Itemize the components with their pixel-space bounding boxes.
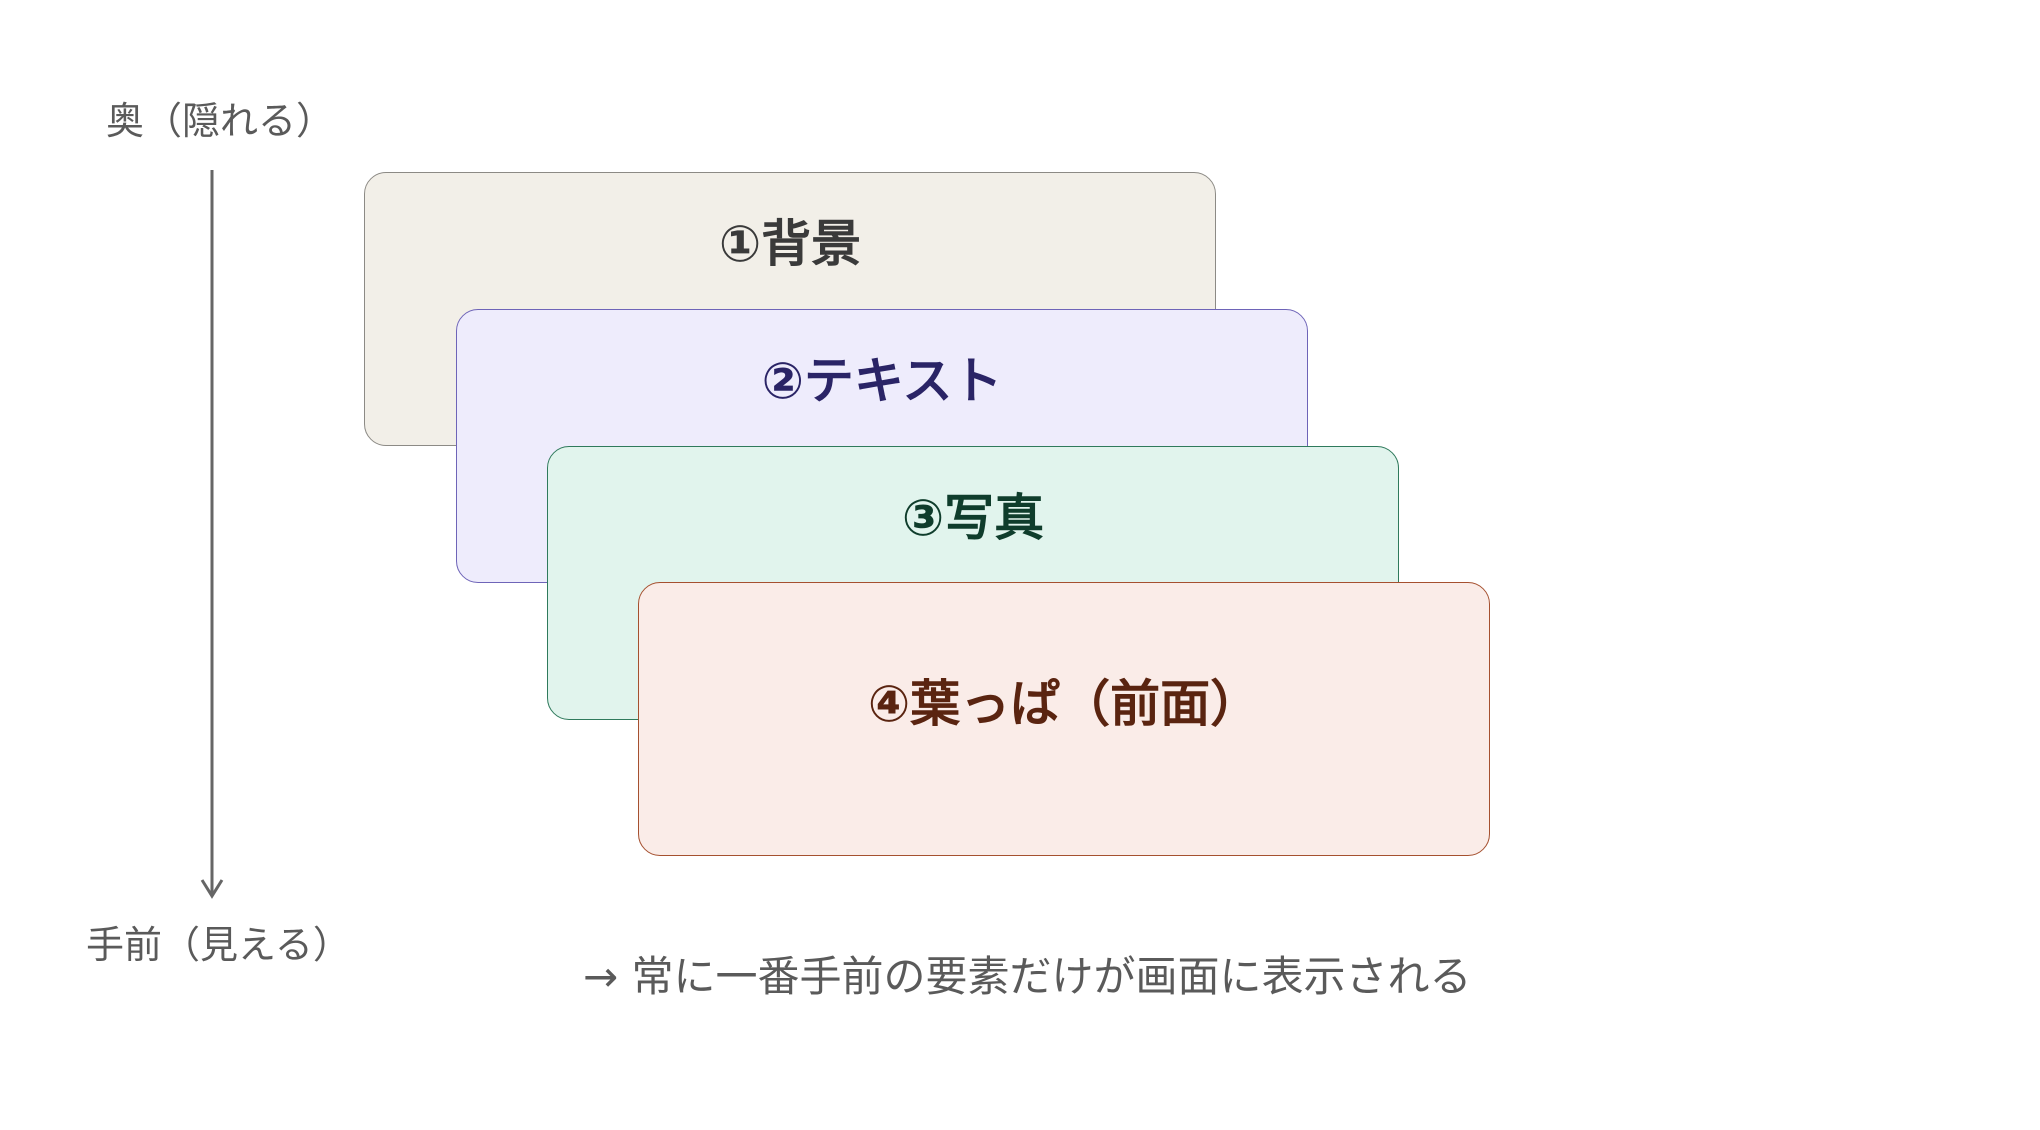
depth-arrow-icon [200,170,224,899]
axis-label-back: 奥（隠れる） [106,99,335,143]
layer-label-background: ①背景 [718,215,862,273]
caption: → 常に一番手前の要素だけが画面に表示される [583,952,1472,1001]
layer-label-photo: ③写真 [901,489,1045,547]
axis-label-front: 手前（見える） [86,923,351,967]
depth-arrow-head [200,879,224,899]
layer-label-text: ②テキスト [761,352,1003,410]
layer-label-leaf-front: ④葉っぱ（前面） [867,675,1261,733]
layer-leaf-front: ④葉っぱ（前面） [638,582,1490,856]
